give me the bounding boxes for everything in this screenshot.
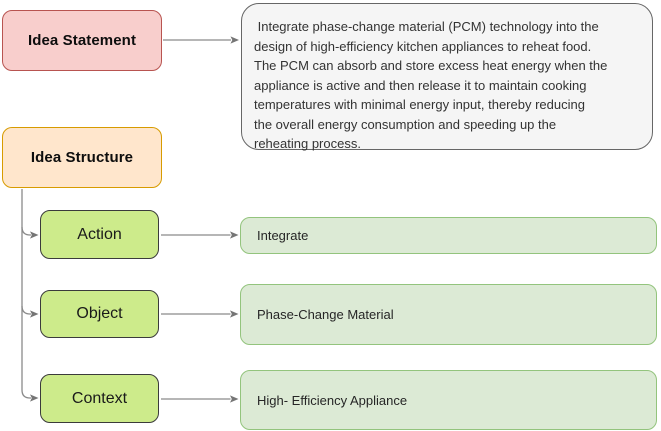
arrowhead-object-value bbox=[230, 310, 239, 318]
connector-object-branch bbox=[21, 305, 31, 315]
arrowhead-statement bbox=[230, 36, 239, 44]
structure-item-action: Action bbox=[40, 210, 159, 259]
idea-statement-node: Idea Statement bbox=[2, 10, 162, 71]
arrowhead-action-branch bbox=[30, 231, 39, 239]
arrowhead-object-branch bbox=[30, 310, 39, 318]
arrowhead-action-value bbox=[230, 231, 239, 239]
context-value-node: High- Efficiency Appliance bbox=[240, 370, 657, 430]
connector-action-branch bbox=[21, 226, 31, 236]
arrowhead-context-branch bbox=[30, 394, 39, 402]
structure-item-object: Object bbox=[40, 290, 159, 338]
idea-structure-node: Idea Structure bbox=[2, 127, 162, 188]
structure-item-context: Context bbox=[40, 374, 159, 423]
action-value-node: Integrate bbox=[240, 217, 657, 254]
object-value-node: Phase-Change Material bbox=[240, 284, 657, 345]
connector-structure-trunk bbox=[21, 189, 31, 399]
arrowhead-context-value bbox=[230, 395, 239, 403]
idea-statement-text-box: Integrate phase-change material (PCM) te… bbox=[241, 3, 653, 151]
